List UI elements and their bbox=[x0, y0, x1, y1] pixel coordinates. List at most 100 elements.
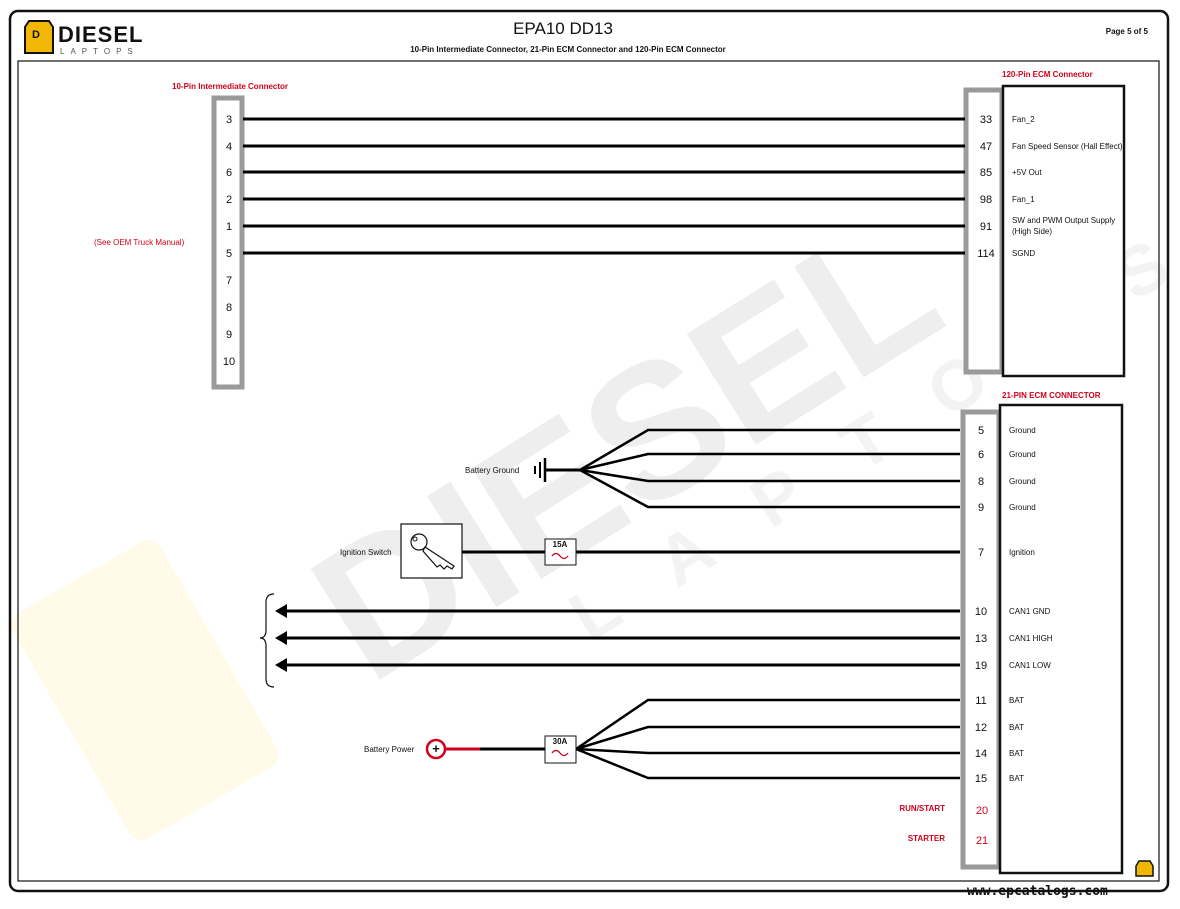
ecm120-signal-47: Fan Speed Sensor (Hall Effect) bbox=[1012, 142, 1123, 151]
can-low-arrow-icon bbox=[275, 658, 287, 672]
ecm21-signal-14: BAT bbox=[1009, 749, 1024, 758]
intermediate-pin-7: 7 bbox=[226, 275, 232, 287]
ecm120-signal-85: +5V Out bbox=[1012, 168, 1042, 177]
intermediate-connector-pins: 3 4 6 2 1 5 7 8 9 10 bbox=[223, 114, 235, 368]
ecm21-signal-5: Ground bbox=[1009, 426, 1036, 435]
ecm120-pin-33: 33 bbox=[980, 114, 992, 126]
ecm21-pin-10: 10 bbox=[975, 606, 987, 618]
ecm21-signal-15: BAT bbox=[1009, 774, 1024, 783]
intermediate-connector-body bbox=[211, 95, 245, 390]
diesel-laptops-logo: D DIESEL LAPTOPS bbox=[24, 20, 143, 56]
diagram-title: EPA10 DD13 bbox=[513, 19, 613, 38]
fuse-15a: 15A bbox=[544, 538, 577, 566]
battery-plus-icon: + bbox=[425, 738, 447, 760]
logo-text: DIESEL bbox=[58, 22, 143, 47]
ecm21-pin-5: 5 bbox=[978, 425, 984, 437]
ecm120-pin-91: 91 bbox=[980, 221, 992, 233]
ecm21-pin-19: 19 bbox=[975, 660, 987, 672]
battery-wires bbox=[446, 698, 960, 780]
ecm21-signal-9: Ground bbox=[1009, 503, 1036, 512]
bat-wire-pin12 bbox=[575, 725, 960, 751]
intermediate-pin-9: 9 bbox=[226, 329, 232, 341]
intermediate-pin-8: 8 bbox=[226, 302, 232, 314]
ground-wires bbox=[545, 428, 960, 509]
can-brace-icon bbox=[259, 593, 275, 688]
ecm21-signal-13: CAN1 HIGH bbox=[1009, 634, 1053, 643]
ecm21-signal-12: BAT bbox=[1009, 723, 1024, 732]
ecm21-pin-12: 12 bbox=[975, 722, 987, 734]
ecm120-pin-114: 114 bbox=[977, 248, 995, 260]
ecm21-signal-7: Ignition bbox=[1009, 548, 1035, 557]
oem-note: (See OEM Truck Manual) bbox=[94, 238, 185, 247]
ecm21-title: 21-PIN ECM CONNECTOR bbox=[1002, 391, 1101, 400]
ecm120-signal-114: SGND bbox=[1012, 249, 1035, 258]
bat-wire-pin11 bbox=[575, 698, 960, 751]
watermark-logo-shape bbox=[11, 540, 279, 840]
ecm21-pin-11: 11 bbox=[975, 695, 986, 707]
ecm21-signal-11: BAT bbox=[1009, 696, 1024, 705]
ecm21-pin-7: 7 bbox=[978, 547, 984, 559]
intermediate-pin-5: 5 bbox=[226, 248, 232, 260]
can-wires bbox=[259, 593, 960, 688]
ecm120-signal-91: SW and PWM Output Supply bbox=[1012, 216, 1115, 225]
ecm21-signal-19: CAN1 LOW bbox=[1009, 661, 1051, 670]
ground-wire-pin6 bbox=[579, 452, 960, 472]
ecm120-body bbox=[1001, 84, 1126, 378]
ecm120-signal-91-line2: (High Side) bbox=[1012, 227, 1052, 236]
ecm120-signal-98: Fan_1 bbox=[1012, 195, 1035, 204]
ecm120-pin-47: 47 bbox=[980, 141, 992, 153]
intermediate-pin-10: 10 bbox=[223, 356, 235, 368]
ecm120-pin-85: 85 bbox=[980, 167, 992, 179]
ecm120-rows: 33 Fan_2 47 Fan Speed Sensor (Hall Effect) 8… bbox=[243, 114, 1123, 260]
ecm21-pin-8: 8 bbox=[978, 476, 984, 488]
ground-wire-pin5 bbox=[579, 428, 960, 472]
ecm21-signal-6: Ground bbox=[1009, 450, 1036, 459]
fuse-30a-label: 30A bbox=[553, 737, 568, 746]
intermediate-pin-3: 3 bbox=[226, 114, 232, 126]
bat-wire-pin14 bbox=[575, 747, 960, 755]
footer-logo-icon bbox=[1135, 860, 1154, 877]
page-number: Page 5 of 5 bbox=[1106, 27, 1149, 36]
can-gnd-arrow-icon bbox=[275, 604, 287, 618]
battery-power-label: Battery Power bbox=[364, 745, 415, 754]
fuse-30a: 30A bbox=[544, 735, 577, 764]
ground-wire-pin9 bbox=[579, 468, 960, 509]
logo-subtext: LAPTOPS bbox=[60, 47, 139, 56]
page-frame bbox=[8, 9, 1170, 893]
intermediate-pin-2: 2 bbox=[226, 194, 232, 206]
bat-wire-pin15 bbox=[575, 747, 960, 780]
can-high-arrow-icon bbox=[275, 631, 287, 645]
ecm21-pin-14: 14 bbox=[975, 748, 987, 760]
intermediate-pin-4: 4 bbox=[226, 141, 232, 153]
ecm120-signal-33: Fan_2 bbox=[1012, 115, 1035, 124]
ground-icon bbox=[534, 458, 547, 482]
ecm21-body bbox=[998, 403, 1124, 875]
ecm21-signal-10: CAN1 GND bbox=[1009, 607, 1051, 616]
ecm21-label-21: STARTER bbox=[908, 834, 945, 843]
drawing-frame bbox=[17, 60, 1160, 882]
ecm21-pin-15: 15 bbox=[975, 773, 987, 785]
diagram-subtitle: 10-Pin Intermediate Connector, 21-Pin EC… bbox=[410, 45, 726, 54]
key-icon bbox=[400, 523, 463, 579]
intermediate-pin-1: 1 bbox=[226, 221, 232, 233]
ecm120-pin-98: 98 bbox=[980, 194, 992, 206]
ecm21-label-20: RUN/START bbox=[899, 804, 945, 813]
intermediate-pin-6: 6 bbox=[226, 167, 232, 179]
ground-wire-pin8 bbox=[579, 468, 960, 483]
ecm21-pin-13: 13 bbox=[975, 633, 987, 645]
ecm21-signal-8: Ground bbox=[1009, 477, 1036, 486]
battery-plus-symbol: + bbox=[432, 741, 440, 756]
ecm21-pin-6: 6 bbox=[978, 449, 984, 461]
source-url: www.epcatalogs.com bbox=[967, 884, 1108, 899]
fuse-15a-label: 15A bbox=[553, 540, 568, 549]
ignition-switch-label: Ignition Switch bbox=[340, 548, 392, 557]
intermediate-connector-title: 10-Pin Intermediate Connector bbox=[172, 82, 288, 91]
ecm120-title: 120-Pin ECM Connector bbox=[1002, 70, 1093, 79]
ecm21-pin-9: 9 bbox=[978, 502, 984, 514]
ecm21-pin-20: 20 bbox=[976, 805, 988, 817]
battery-ground-label: Battery Ground bbox=[465, 466, 519, 475]
ecm21-pin-21: 21 bbox=[976, 835, 988, 847]
